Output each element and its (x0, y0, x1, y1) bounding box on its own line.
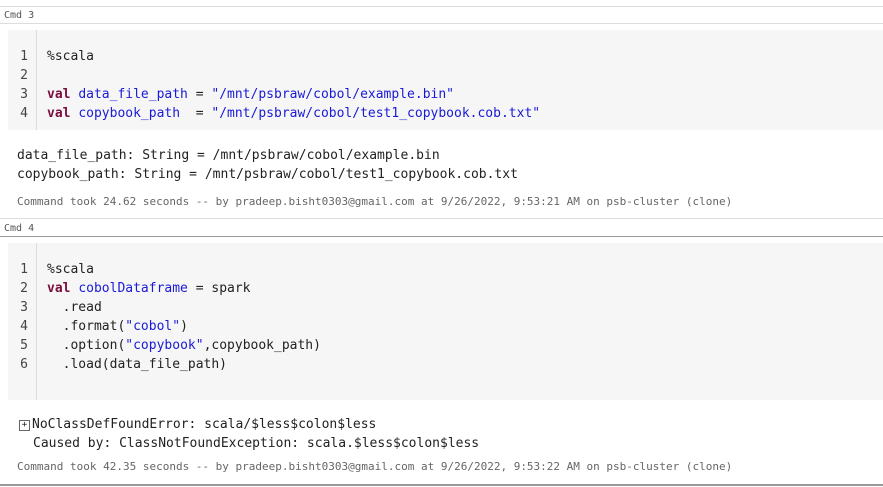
line-number: 3 (20, 300, 28, 315)
command-footer: Command took 24.62 seconds -- by pradeep… (17, 195, 733, 208)
code-line: val data_file_path = "/mnt/psbraw/cobol/… (47, 87, 455, 102)
divider (0, 484, 883, 486)
error-line: +NoClassDefFoundError: scala/$less$colon… (19, 417, 376, 432)
line-number: 4 (20, 319, 28, 334)
line-number: 4 (20, 106, 28, 121)
code-line: .format("cobol") (47, 319, 188, 334)
code-line: .load(data_file_path) (47, 357, 228, 372)
code-editor[interactable]: 1 %scala 2 3 val data_file_path = "/mnt/… (8, 30, 883, 130)
error-cause: Caused by: ClassNotFoundException: scala… (33, 436, 480, 451)
line-number: 6 (20, 357, 28, 372)
code-line: %scala (47, 262, 94, 277)
divider (0, 236, 883, 237)
code-line: val cobolDataframe = spark (47, 281, 251, 296)
line-number: 5 (20, 338, 28, 353)
code-line: val copybook_path = "/mnt/psbraw/cobol/t… (47, 106, 541, 121)
line-number: 1 (20, 262, 28, 277)
output-line: data_file_path: String = /mnt/psbraw/cob… (17, 148, 440, 163)
code-line: .read (47, 300, 102, 315)
code-line: %scala (47, 49, 94, 64)
code-line: .option("copybook",copybook_path) (47, 338, 321, 353)
expand-icon[interactable]: + (19, 420, 30, 431)
line-number: 2 (20, 281, 28, 296)
divider (0, 23, 883, 24)
code-editor[interactable]: 1 %scala 2 val cobolDataframe = spark 3 … (8, 243, 883, 400)
output-line: copybook_path: String = /mnt/psbraw/cobo… (17, 167, 518, 182)
command-footer: Command took 42.35 seconds -- by pradeep… (17, 460, 733, 473)
divider (0, 218, 883, 219)
divider (0, 6, 883, 7)
line-number: 3 (20, 87, 28, 102)
line-number: 2 (20, 68, 28, 83)
cmd-label: Cmd 4 (4, 223, 35, 234)
cmd-label: Cmd 3 (4, 10, 35, 21)
line-number: 1 (20, 49, 28, 64)
